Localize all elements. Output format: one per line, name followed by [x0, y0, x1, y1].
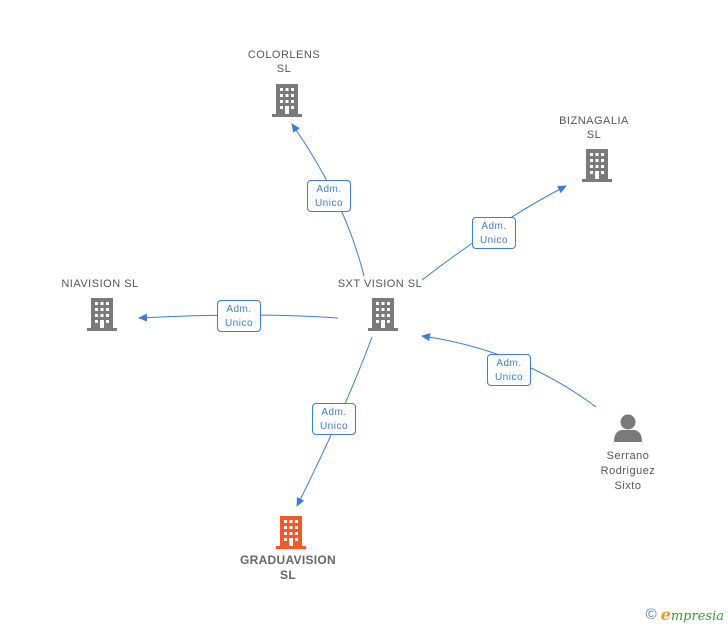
- node-label-biznagalia[interactable]: BIZNAGALIA SL: [552, 114, 636, 142]
- role-type: Unico: [479, 235, 509, 246]
- node-label-serrano[interactable]: Serrano Rodriguez Sixto: [588, 449, 668, 494]
- node-name: NIAVISION SL: [61, 278, 139, 290]
- role-type: Unico: [494, 372, 524, 383]
- edge-badge-colorlens[interactable]: Adm. Unico: [307, 180, 351, 212]
- building-icon[interactable]: [276, 516, 306, 549]
- node-label-sxtvision[interactable]: SXT VISION SL: [330, 277, 430, 291]
- role-type: Unico: [314, 198, 344, 209]
- copyright-symbol: ©: [645, 606, 657, 623]
- role-type: Unico: [319, 421, 349, 432]
- building-icon[interactable]: [582, 149, 612, 182]
- node-label-colorlens[interactable]: COLORLENS SL: [244, 48, 324, 76]
- edge-badge-biznagalia[interactable]: Adm. Unico: [472, 217, 516, 249]
- node-name-suffix: SL: [280, 568, 296, 582]
- empresia-logo: empresia: [660, 605, 724, 624]
- role-label: Adm.: [226, 304, 252, 315]
- role-type: Unico: [224, 318, 254, 329]
- person-first-name: Serrano: [606, 450, 650, 462]
- edge-badge-graduavision[interactable]: Adm. Unico: [312, 403, 356, 435]
- role-label: Adm.: [496, 358, 522, 369]
- person-given-name: Sixto: [614, 480, 642, 492]
- building-icon[interactable]: [272, 84, 302, 117]
- node-name: BIZNAGALIA: [559, 115, 629, 127]
- building-icon[interactable]: [87, 298, 117, 331]
- node-name-suffix: SL: [276, 63, 292, 75]
- node-name-suffix: SL: [586, 129, 602, 141]
- node-label-niavision[interactable]: NIAVISION SL: [52, 277, 148, 291]
- node-name: COLORLENS: [247, 49, 321, 61]
- node-name: SXT VISION SL: [337, 278, 423, 290]
- node-name: GRADUAVISION: [239, 553, 337, 567]
- person-surname: Rodriguez: [600, 465, 656, 477]
- edge-badge-niavision[interactable]: Adm. Unico: [217, 300, 261, 332]
- role-label: Adm.: [316, 184, 342, 195]
- role-label: Adm.: [321, 407, 347, 418]
- brand-footer[interactable]: © empresia: [646, 605, 724, 624]
- person-icon[interactable]: [614, 414, 642, 443]
- role-label: Adm.: [481, 221, 507, 232]
- node-label-graduavision[interactable]: GRADUAVISION SL: [232, 553, 344, 583]
- edge-badge-serrano[interactable]: Adm. Unico: [487, 354, 531, 386]
- building-icon[interactable]: [368, 298, 398, 331]
